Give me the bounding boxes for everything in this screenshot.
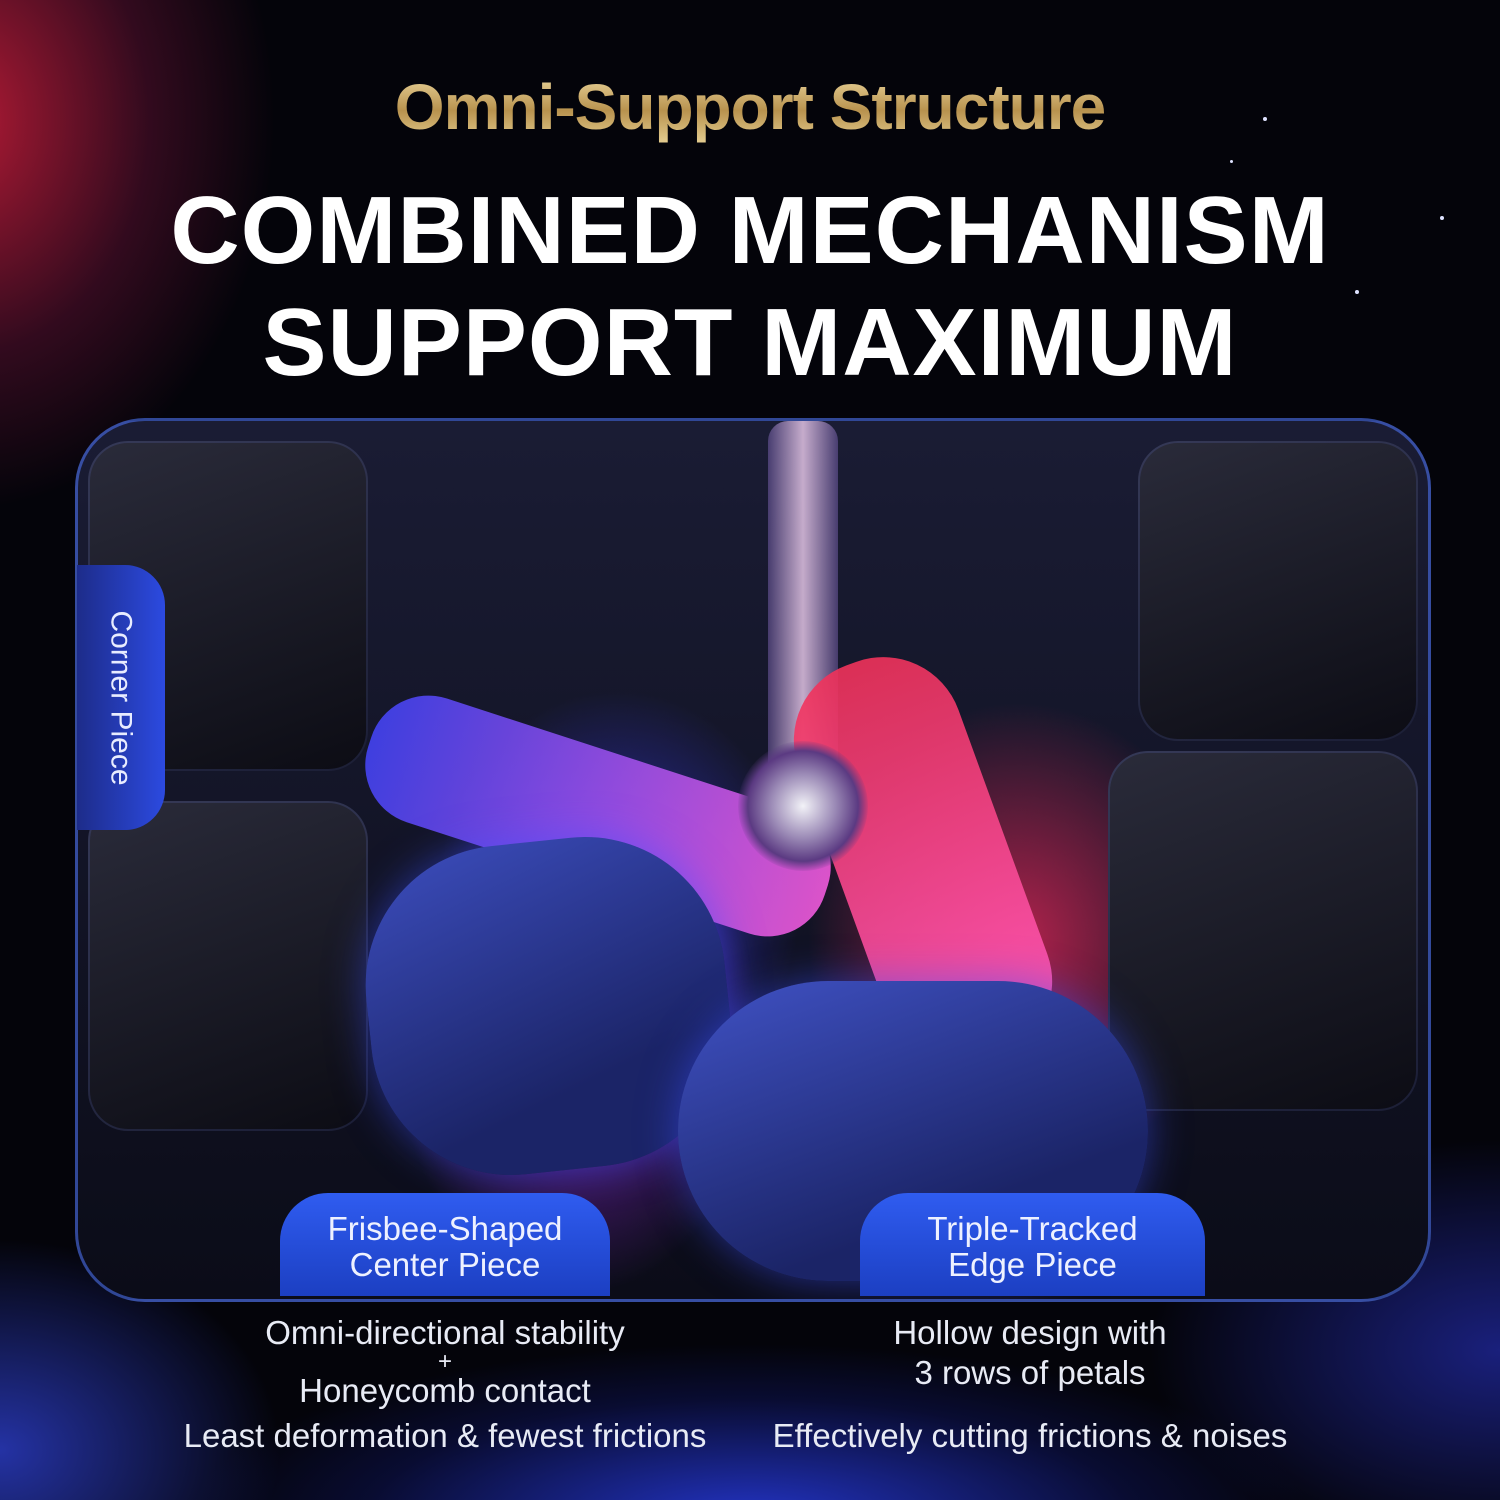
cube-block <box>1108 751 1418 1111</box>
center-desc-line-1: Omni-directional stability <box>265 1314 625 1351</box>
center-desc-line-2: Honeycomb contact <box>299 1372 591 1409</box>
star-decoration <box>1230 160 1233 163</box>
edge-piece-title-1: Triple-Tracked <box>927 1210 1138 1247</box>
center-piece-description: Omni-directional stability + Honeycomb c… <box>150 1313 740 1411</box>
star-decoration <box>1440 216 1444 220</box>
edge-desc-line-1: Hollow design with <box>893 1314 1167 1351</box>
center-piece-summary: Least deformation & fewest frictions <box>183 1417 707 1454</box>
center-piece-title-1: Frisbee-Shaped <box>327 1210 563 1247</box>
plus-sign: + <box>437 1348 452 1375</box>
corner-piece-label: Corner Piece <box>77 565 165 830</box>
headline-line-1: COMBINED MECHANISM <box>170 177 1330 284</box>
mechanism-image-panel <box>75 418 1431 1302</box>
edge-piece-summary: Effectively cutting frictions & noises <box>772 1417 1288 1454</box>
edge-piece-title-2: Edge Piece <box>948 1246 1117 1283</box>
center-piece-title-2: Center Piece <box>349 1246 541 1283</box>
cube-block <box>1138 441 1418 741</box>
corner-piece-tab <box>77 565 165 830</box>
edge-desc-line-2: 3 rows of petals <box>914 1354 1146 1391</box>
core-hub <box>738 741 868 871</box>
center-piece-tab: Frisbee-Shaped Center Piece <box>280 1193 610 1296</box>
edge-piece-description: Hollow design with 3 rows of petals <box>770 1313 1290 1393</box>
headline-line-2: SUPPORT MAXIMUM <box>262 289 1238 396</box>
subtitle: Omni-Support Structure <box>0 70 1500 144</box>
star-decoration <box>1263 117 1267 121</box>
corner-piece-text: Corner Piece <box>105 609 139 786</box>
star-decoration <box>1355 290 1359 294</box>
cube-block <box>88 801 368 1131</box>
headline: COMBINED MECHANISM SUPPORT MAXIMUM <box>0 175 1500 399</box>
edge-piece-tab: Triple-Tracked Edge Piece <box>860 1193 1205 1296</box>
